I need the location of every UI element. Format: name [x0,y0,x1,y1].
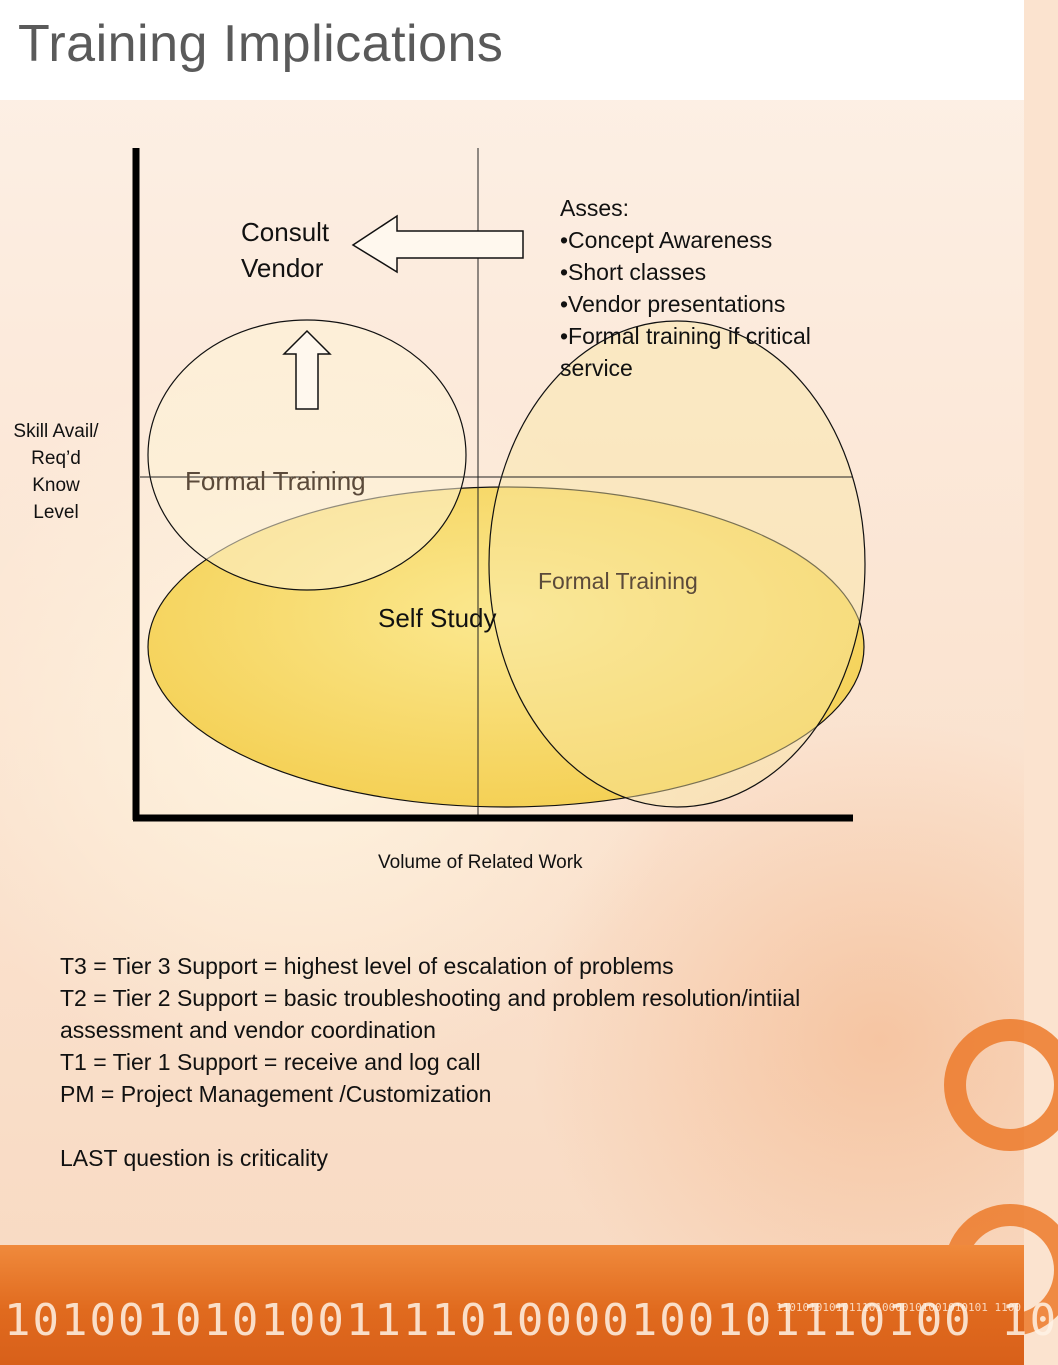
formal-training-left-region [147,319,467,591]
note-line: T3 = Tier 3 Support = highest level of e… [60,953,674,979]
note-line: LAST question is criticality [60,1145,329,1171]
footer-band: 1010010101001111010000100101110100 10 11… [0,1245,1056,1365]
note-line [60,1110,950,1142]
slide-title: Training Implications [18,15,504,73]
note-line: T2 = Tier 2 Support = basic troubleshoot… [60,985,801,1011]
formal-training-right-label: Formal Training [538,568,698,594]
formal-training-left-label: Formal Training [185,466,366,496]
arrow-up-icon [282,329,332,410]
note-line: PM = Project Management /Customization [60,1081,492,1107]
assess-item: •Vendor presentations [560,291,786,317]
note-line: assessment and vendor coordination [60,1017,436,1043]
arrow-left-icon [351,214,524,274]
consult-vendor-label: Consult Vendor [241,214,361,286]
formal-training-right-region [488,320,866,808]
y-axis-label-line: Skill Avail/ [13,421,99,442]
y-axis-label-line: Req’d [31,448,81,469]
consult-vendor-line: Consult [241,217,330,247]
assess-item: •Formal training if critical [560,323,811,349]
notes-block: T3 = Tier 3 Support = highest level of e… [60,950,950,1174]
assess-continuation: service [560,355,633,381]
assess-list: Asses: •Concept Awareness •Short classes… [560,192,811,384]
decor-ring-top [944,1019,1058,1151]
y-axis-label-line: Know [32,475,80,496]
assess-item: •Short classes [560,259,707,285]
note-line: T1 = Tier 1 Support = receive and log ca… [60,1049,481,1075]
footer-binary-large: 1010010101001111010000100101110100 10 [4,1295,1058,1346]
title-bar: Training Implications [0,0,1024,100]
footer-binary-small: 11010101010111010000101001010101 1100 [776,1301,1022,1314]
y-axis-label-line: Level [33,502,79,523]
diagram [132,148,1058,1336]
consult-vendor-line: Vendor [241,253,324,283]
x-axis-label: Volume of Related Work [378,852,583,873]
assess-item: •Concept Awareness [560,227,773,253]
y-axis-label: Skill Avail/ Req’d Know Level [2,418,110,526]
assess-heading: Asses: [560,195,630,221]
self-study-label: Self Study [378,603,497,633]
